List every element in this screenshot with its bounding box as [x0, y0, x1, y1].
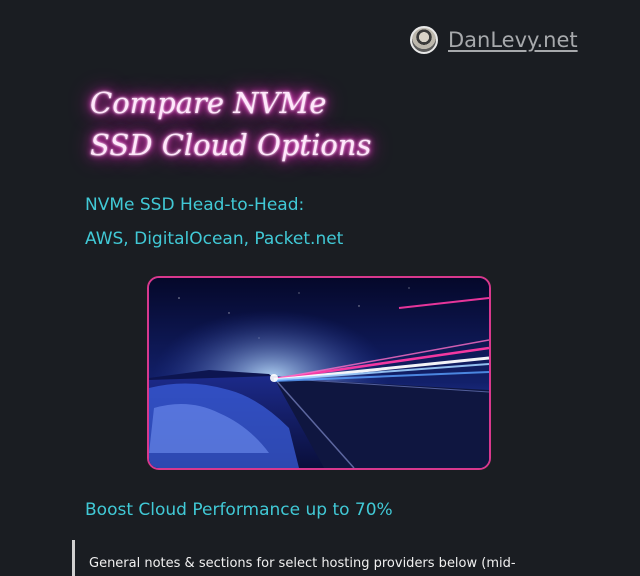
site-home-link[interactable]: DanLevy.net — [448, 28, 578, 52]
note-text: General notes & sections for select host… — [89, 556, 516, 571]
page-title: Compare NVMe SSD Cloud Options — [90, 82, 410, 166]
page-subtitle: NVMe SSD Head-to-Head: AWS, DigitalOcean… — [85, 188, 343, 256]
author-avatar[interactable] — [410, 26, 438, 54]
page-subtitle-line-1: NVMe SSD Head-to-Head: — [85, 195, 305, 215]
night-highway-image — [149, 278, 489, 468]
page-title-line-1: Compare NVMe — [90, 86, 327, 120]
section-heading: Boost Cloud Performance up to 70% — [85, 500, 393, 520]
hero-image — [147, 276, 491, 470]
page-subtitle-line-2: AWS, DigitalOcean, Packet.net — [85, 229, 344, 249]
page-title-line-2: SSD Cloud Options — [90, 128, 372, 162]
note-blockquote: General notes & sections for select host… — [72, 540, 552, 576]
site-header: DanLevy.net — [410, 26, 578, 54]
